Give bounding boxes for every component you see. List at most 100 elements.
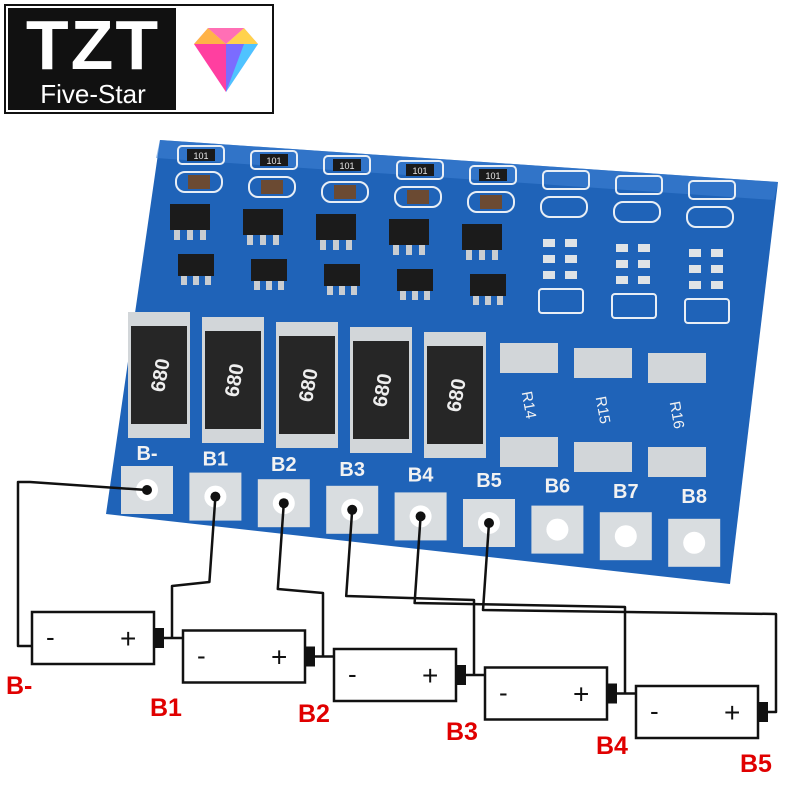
wire xyxy=(16,480,148,648)
footprint-pad xyxy=(616,244,628,252)
pad-label: B3 xyxy=(339,459,365,481)
shunt-resistor: 680 xyxy=(202,317,264,443)
mosfet-pin xyxy=(193,276,199,285)
pad-hole xyxy=(614,525,637,548)
smd-resistor-outline xyxy=(250,150,298,170)
terminal-label: B4 xyxy=(596,732,628,760)
protection-ic xyxy=(170,204,214,285)
battery-cells: -+-+-+-+-+ xyxy=(30,610,768,740)
shunt-resistor: 680 xyxy=(128,312,190,438)
cell-plus-sign: + xyxy=(573,679,589,710)
smd-resistor-outline xyxy=(177,145,225,165)
smd-capacitor-outline xyxy=(248,176,296,198)
footprint-outline xyxy=(684,298,730,324)
smd-resistor-body xyxy=(406,164,434,176)
cell-plus-sign: + xyxy=(724,697,740,728)
smd-capacitor-outline xyxy=(321,181,369,203)
wire-junction xyxy=(484,518,494,528)
cell-positive-cap xyxy=(305,646,315,667)
cell-plus-sign: + xyxy=(120,623,136,654)
pad-hole xyxy=(683,531,706,554)
ic-pin xyxy=(393,245,399,255)
resistor-pad-bottom xyxy=(500,437,558,467)
pad-label: B5 xyxy=(476,470,502,492)
mosfet-pin xyxy=(266,281,272,290)
wire-junction xyxy=(347,504,358,515)
smd-resistor xyxy=(688,180,736,200)
smd-resistor-body xyxy=(479,169,507,181)
ic-pin xyxy=(333,240,339,250)
cell-minus-sign: - xyxy=(46,622,55,652)
footprint-pad xyxy=(565,255,577,263)
empty-resistor-pad: R14 xyxy=(500,343,558,467)
solder-pad xyxy=(668,518,721,567)
ic-body xyxy=(243,209,283,235)
resistor-label: R15 xyxy=(592,395,614,425)
ic-body xyxy=(170,204,210,230)
footprint-pad xyxy=(543,255,555,263)
mosfet-pin xyxy=(485,296,491,305)
mosfet-pin xyxy=(278,281,284,290)
ic-pin xyxy=(260,235,266,245)
terminal-label: B1 xyxy=(150,694,182,722)
smd-resistor: 101 xyxy=(323,155,371,175)
footprint-pad xyxy=(711,249,723,257)
pcb-edge-highlight xyxy=(156,140,778,200)
cell-plus-sign: + xyxy=(271,642,287,673)
pad-label: B8 xyxy=(681,486,707,508)
ic-pin xyxy=(320,240,326,250)
smd-capacitor xyxy=(540,196,588,218)
smd-resistor-outline xyxy=(542,170,590,190)
pad-label: B7 xyxy=(613,481,639,503)
smd-capacitor xyxy=(175,171,223,193)
protection-ic xyxy=(243,209,287,290)
battery-cell: -+ xyxy=(332,647,466,703)
footprint-pad xyxy=(638,260,650,268)
mosfet-body xyxy=(251,259,287,281)
ic-pin xyxy=(419,245,425,255)
solder-pad xyxy=(599,512,652,561)
resistor-pad-top xyxy=(648,353,706,383)
empty-ic-footprint xyxy=(684,249,730,324)
pad-label: B1 xyxy=(203,448,229,470)
terminal-label: B5 xyxy=(740,750,772,778)
smd-marking: 101 xyxy=(485,171,500,181)
wire xyxy=(276,503,334,658)
resistor-pad-top xyxy=(574,348,632,378)
cell-positive-cap xyxy=(154,628,164,648)
battery-cell: -+ xyxy=(30,610,164,666)
logo-badge: TZT Five-Star xyxy=(8,8,176,110)
footprint-outline xyxy=(611,293,657,319)
cell-positive-cap xyxy=(607,683,617,704)
wire xyxy=(413,516,636,695)
wire-junction xyxy=(210,491,221,502)
smd-resistor: 101 xyxy=(469,165,517,185)
ic-pin xyxy=(174,230,180,240)
smd-capacitor-outline xyxy=(540,196,588,218)
wire-junction xyxy=(415,511,426,522)
footprint-outline xyxy=(538,288,584,314)
smd-marking: 101 xyxy=(412,166,427,176)
battery-cell: -+ xyxy=(483,666,617,721)
wire xyxy=(344,509,485,677)
wire-junction xyxy=(142,485,152,495)
smd-marking: 101 xyxy=(266,156,281,166)
footprint-pad xyxy=(616,276,628,284)
smd-resistor: 101 xyxy=(250,150,298,170)
mosfet-body xyxy=(470,274,506,296)
cell-positive-cap xyxy=(456,665,466,685)
resistor-pad-bottom xyxy=(574,442,632,472)
footprint-pad xyxy=(616,260,628,268)
solder-pad xyxy=(189,472,242,521)
mosfet-pin xyxy=(473,296,479,305)
ic-pin xyxy=(200,230,206,240)
cell-body xyxy=(30,610,156,666)
wiring xyxy=(16,480,778,714)
pad-label: B6 xyxy=(545,475,571,497)
mosfet-pin xyxy=(424,291,430,300)
footprint-pad xyxy=(689,281,701,289)
shunt-body xyxy=(131,326,187,424)
empty-resistor-pad: R16 xyxy=(648,353,706,477)
